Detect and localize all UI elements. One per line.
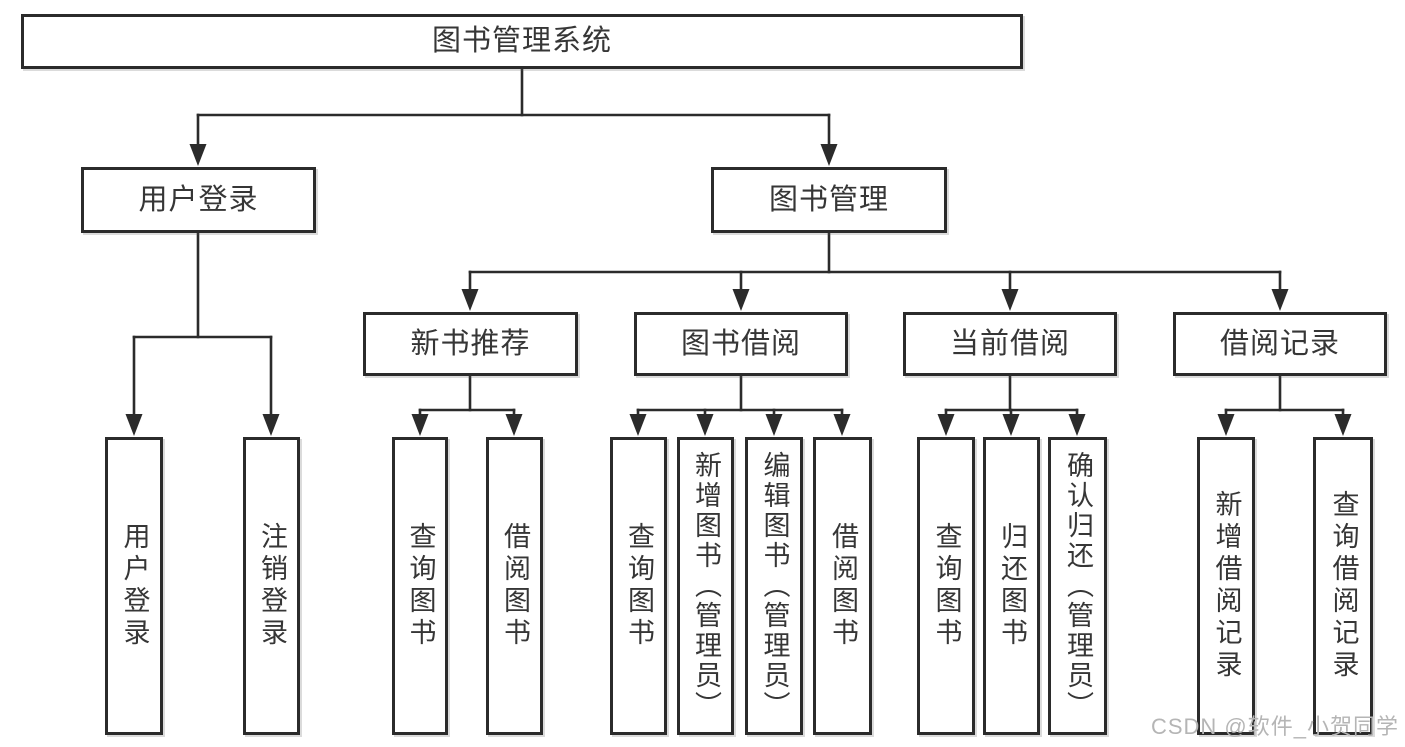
leaf-current-query-books: 查询图书 <box>917 437 975 735</box>
leaf-add-borrow-record: 新增借阅记录 <box>1197 437 1255 735</box>
leaf-confirm-return-admin: 确认归还（管理员） <box>1048 437 1107 735</box>
leaf-add-books-admin: 新增图书（管理员） <box>677 437 734 735</box>
arrowhead-ul-logout <box>262 414 280 436</box>
arrowhead-borrow-records <box>1271 289 1289 311</box>
connector-book-mgmt-branch <box>461 231 1289 311</box>
node-user-login-label: 用户登录 <box>138 183 259 216</box>
arrowhead-cb-query <box>937 414 955 436</box>
node-current-borrow-label: 当前借阅 <box>949 327 1070 360</box>
arrowhead-br-query <box>1334 414 1352 436</box>
arrowhead-cb-return <box>1002 414 1020 436</box>
node-current-borrow: 当前借阅 <box>903 312 1117 376</box>
node-new-book-rec: 新书推荐 <box>363 312 578 376</box>
node-book-mgmt: 图书管理 <box>711 167 947 233</box>
leaf-return-books-label: 归还图书 <box>997 522 1027 650</box>
arrowhead-bb-add <box>696 414 714 436</box>
node-root: 图书管理系统 <box>21 14 1023 69</box>
connector-user-login-branch <box>125 231 280 436</box>
leaf-newbook-query-books-label: 查询图书 <box>405 522 436 650</box>
node-user-login: 用户登录 <box>81 167 316 233</box>
node-new-book-rec-label: 新书推荐 <box>410 327 531 360</box>
node-borrow-records: 借阅记录 <box>1173 312 1387 376</box>
node-book-mgmt-label: 图书管理 <box>768 183 889 216</box>
leaf-logout-login-label: 注销登录 <box>257 522 287 650</box>
arrowhead-cb-confirm <box>1068 414 1086 436</box>
leaf-return-books: 归还图书 <box>983 437 1040 735</box>
arrowhead-new-book-rec <box>461 289 479 311</box>
leaf-query-borrow-record: 查询借阅记录 <box>1313 437 1373 735</box>
leaf-newbook-borrow-books-label: 借阅图书 <box>500 522 530 650</box>
node-borrow-records-label: 借阅记录 <box>1219 327 1340 360</box>
arrowhead-ul-login <box>125 414 143 436</box>
arrowhead-bb-borrow <box>833 414 851 436</box>
leaf-add-books-admin-label: 新增图书（管理员） <box>691 451 721 721</box>
leaf-add-borrow-record-label: 新增借阅记录 <box>1211 490 1242 682</box>
connector-new-book-rec-branch <box>411 374 523 436</box>
arrowhead-bb-edit <box>765 414 783 436</box>
leaf-edit-books-admin-label: 编辑图书（管理员） <box>759 451 790 721</box>
connector-book-borrow-branch <box>629 374 851 436</box>
node-book-borrow: 图书借阅 <box>634 312 848 376</box>
arrowhead-br-add <box>1217 414 1235 436</box>
leaf-borrow-query-books-label: 查询图书 <box>624 522 654 650</box>
connector-current-borrow-branch <box>937 374 1086 436</box>
arrowhead-current-borrow <box>1001 289 1019 311</box>
arrowhead-book-borrow <box>732 289 750 311</box>
connector-root-branch <box>189 67 838 166</box>
leaf-borrow-borrow-books-label: 借阅图书 <box>828 522 858 650</box>
leaf-logout-login: 注销登录 <box>243 437 300 735</box>
node-root-label: 图书管理系统 <box>431 25 612 57</box>
leaf-confirm-return-admin-label: 确认归还（管理员） <box>1063 451 1093 721</box>
leaf-user-login: 用户登录 <box>105 437 163 735</box>
leaf-borrow-borrow-books: 借阅图书 <box>813 437 872 735</box>
leaf-newbook-borrow-books: 借阅图书 <box>486 437 543 735</box>
arrowhead-user-login <box>189 144 207 166</box>
arrowhead-book-mgmt <box>820 144 838 166</box>
connector-borrow-records-branch <box>1217 374 1352 436</box>
node-book-borrow-label: 图书借阅 <box>680 327 801 360</box>
arrowhead-bb-query <box>629 414 647 436</box>
leaf-borrow-query-books: 查询图书 <box>610 437 667 735</box>
leaf-current-query-books-label: 查询图书 <box>931 522 962 650</box>
arrowhead-nb-borrow <box>505 414 523 436</box>
leaf-query-borrow-record-label: 查询借阅记录 <box>1328 490 1359 682</box>
arrowhead-nb-query <box>411 414 429 436</box>
leaf-edit-books-admin: 编辑图书（管理员） <box>745 437 803 735</box>
leaf-user-login-label: 用户登录 <box>119 522 150 650</box>
watermark: CSDN @软件_小贺同学 <box>1150 714 1399 739</box>
leaf-newbook-query-books: 查询图书 <box>392 437 448 735</box>
